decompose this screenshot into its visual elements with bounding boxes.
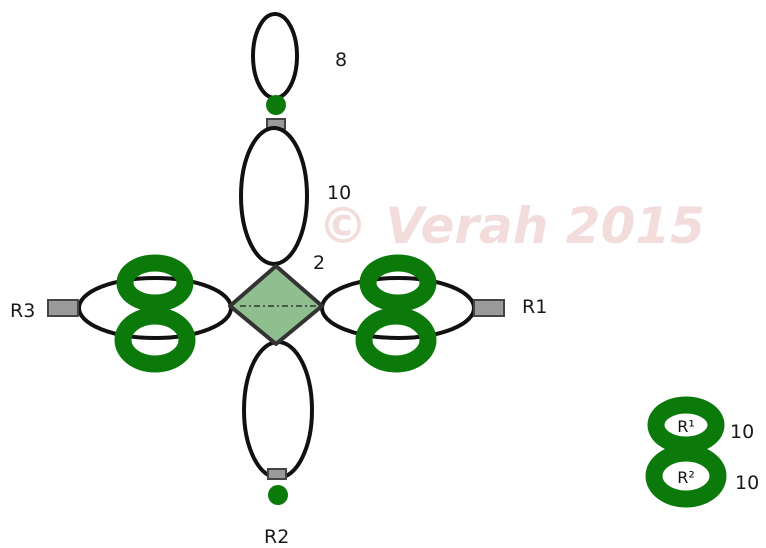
right-double-ring (355, 254, 437, 373)
top-large-loop (239, 126, 309, 266)
bottom-join-picot (267, 468, 287, 480)
label-top-large-loop: 10 (327, 182, 351, 204)
center-diamond (228, 264, 324, 346)
left-double-ring (114, 254, 196, 373)
bottom-loop (242, 340, 314, 480)
label-left-ring: R3 (10, 300, 35, 322)
label-right-ring: R1 (522, 296, 547, 318)
legend-ring-2-count: 10 (735, 472, 759, 494)
legend-double-ring (645, 396, 727, 508)
label-bottom-ring: R2 (264, 526, 289, 548)
top-green-bead (266, 95, 286, 115)
label-top-small-loop: 8 (335, 49, 347, 71)
legend-ring-2-label: R² (677, 468, 695, 487)
watermark-text: © Verah 2015 (318, 197, 705, 255)
legend-ring-1-count: 10 (730, 421, 754, 443)
bottom-green-bead (268, 485, 288, 505)
right-join-picot (473, 299, 505, 317)
legend-ring-1-label: R¹ (677, 417, 695, 436)
left-join-picot (47, 299, 79, 317)
label-center-picot: 2 (313, 252, 325, 274)
top-small-loop (251, 12, 299, 100)
